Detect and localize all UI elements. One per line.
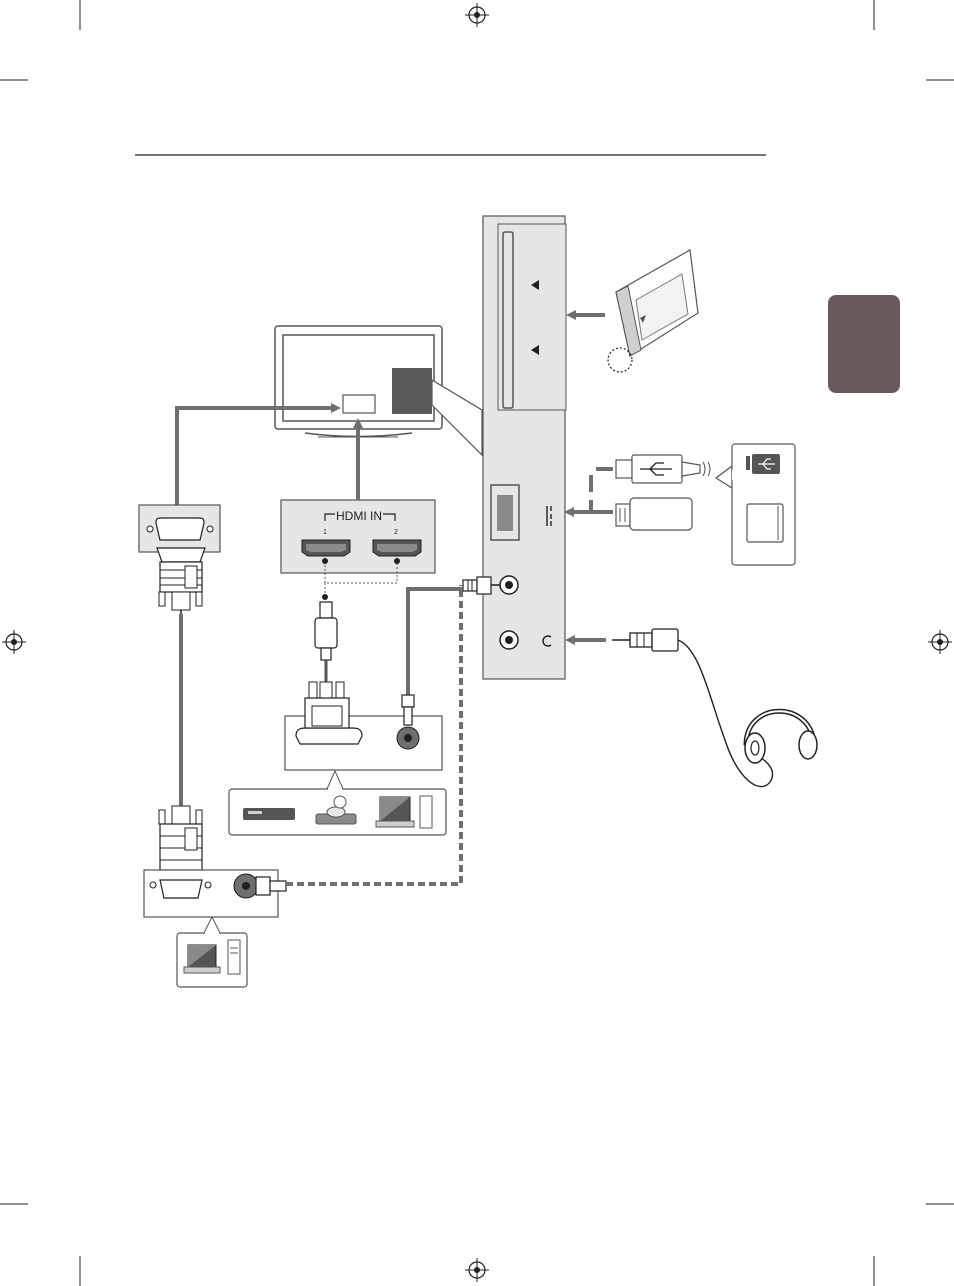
ci-slot — [503, 232, 513, 408]
headphone-cable — [678, 640, 773, 787]
desktop-tower-icon — [228, 940, 240, 974]
av-audio-cable — [408, 589, 463, 695]
headphones-icon — [745, 711, 817, 763]
hdmi-cable-plug — [315, 602, 337, 682]
hdmi-port-2-label: 2 — [394, 529, 398, 536]
tv-side-panel — [483, 216, 566, 679]
tv-side-panel-highlight — [392, 368, 432, 414]
headphone-plug — [612, 629, 678, 651]
registration-mark-left-icon — [2, 630, 26, 654]
dvi-plug — [305, 682, 349, 728]
registration-mark-bottom-icon — [465, 1258, 489, 1282]
vga-plug-top — [157, 548, 205, 618]
hdmi-in-label: HDMI IN — [336, 509, 382, 523]
chapter-tab — [828, 295, 900, 393]
usb-cable-plug — [616, 455, 710, 483]
av-devices-box — [229, 771, 446, 835]
set-top-box-icon — [243, 808, 295, 820]
usb-device-box — [716, 444, 795, 565]
computer-icon — [376, 796, 432, 828]
tv-illustration — [275, 326, 442, 437]
registration-mark-top-icon — [465, 3, 489, 27]
av-audio-plug — [402, 695, 414, 725]
pc-device-box — [177, 917, 247, 987]
usb-dashed-guide — [591, 469, 613, 510]
hdmi-port-1-label: 1 — [323, 529, 327, 536]
ci-module-icon — [608, 250, 698, 372]
vga-plug-bottom — [159, 806, 202, 870]
usb-flash-drive — [616, 498, 692, 530]
registration-mark-right-icon — [928, 630, 952, 654]
rgb-in-panel — [139, 505, 220, 552]
tv-input-area — [343, 395, 375, 413]
